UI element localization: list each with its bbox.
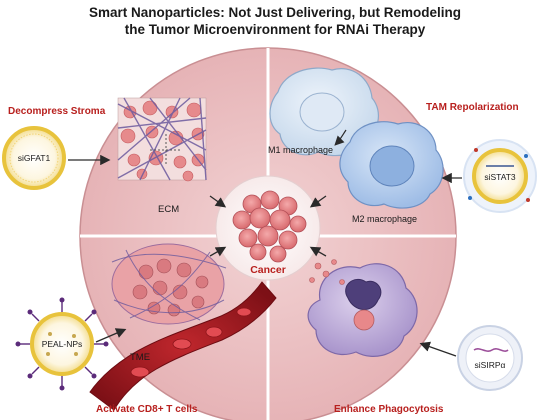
sistat3-nanoparticle xyxy=(463,139,537,213)
figure-title: Smart Nanoparticles: Not Just Delivering… xyxy=(0,4,550,38)
ecm-fibers xyxy=(117,97,207,181)
m1-macrophage xyxy=(269,67,380,157)
arrow-tme-to-cancer xyxy=(209,246,227,257)
tme-tumor xyxy=(111,243,227,325)
heading-tam-repolarization: TAM Repolarization xyxy=(426,102,519,113)
heading-enhance-phagocytosis: Enhance Phagocytosis xyxy=(334,404,444,415)
phagocyte-cell xyxy=(307,263,418,357)
title-line-2: the Tumor Microenvironment for RNAi Ther… xyxy=(124,22,426,37)
ecm-panel xyxy=(117,97,207,182)
tme-label: TME xyxy=(130,352,150,363)
m1-macrophage-label: M1 macrophage xyxy=(268,145,333,155)
sisirpa-label: siSIRPα xyxy=(475,360,506,370)
arrow-m2-to-m1 xyxy=(334,129,347,146)
title-line-1: Smart Nanoparticles: Not Just Delivering… xyxy=(88,5,462,20)
sistat3-label: siSTAT3 xyxy=(484,172,516,182)
peal-nps-label: PEAL-NPs xyxy=(42,339,83,349)
arrow-sisirpa-to-phagocyte xyxy=(419,341,457,357)
m2-macrophage xyxy=(339,121,444,209)
cancer-fragments xyxy=(309,259,345,285)
cancer-cluster xyxy=(232,190,307,263)
blood-vessel xyxy=(89,281,277,411)
arrow-tam-to-cancer xyxy=(309,195,327,208)
arrow-phago-to-cancer xyxy=(309,246,327,257)
sigfat1-label: siGFAT1 xyxy=(18,153,51,163)
m2-macrophage-label: M2 macrophage xyxy=(352,214,417,224)
arrow-ecm-to-cancer xyxy=(209,195,227,208)
heading-activate-cd8: Activate CD8+ T cells xyxy=(96,404,198,415)
arrow-peal-nps-to-tme xyxy=(95,328,127,343)
cancer-label: Cancer xyxy=(250,264,286,276)
heading-decompress-stroma: Decompress Stroma xyxy=(8,106,106,117)
peal-nps-nanoparticle xyxy=(15,297,109,391)
sigfat1-nanoparticle xyxy=(2,126,66,190)
ecm-label: ECM xyxy=(158,204,179,215)
sisirpa-nanoparticle xyxy=(457,325,523,391)
